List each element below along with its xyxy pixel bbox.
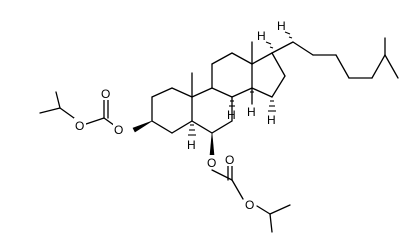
ring-c bbox=[211, 52, 253, 98]
atom-o-carbonyl-bottom: O bbox=[225, 153, 234, 167]
stereo-hashes bbox=[188, 31, 293, 136]
atom-h-14: H bbox=[267, 113, 276, 127]
c6-carbonate bbox=[209, 132, 291, 233]
atom-h-8: H bbox=[247, 105, 256, 119]
atom-h-17: H bbox=[257, 29, 266, 43]
atom-h-5: H bbox=[187, 138, 196, 152]
atom-h-20: H bbox=[277, 19, 286, 33]
side-chain bbox=[271, 37, 399, 79]
atom-o-ester-bottom: O bbox=[245, 198, 254, 212]
atom-h-9: H bbox=[227, 108, 236, 122]
atom-o-ester-left: O bbox=[75, 119, 84, 133]
atom-labels: O O O O O O H H H H H H bbox=[74, 19, 286, 212]
atom-o-ring-link-bottom: O bbox=[207, 156, 216, 170]
ring-a bbox=[151, 87, 193, 134]
ring-d bbox=[251, 52, 286, 98]
atom-o-carbonyl-left: O bbox=[101, 87, 110, 101]
ring-b bbox=[191, 87, 233, 134]
c3-carbonate bbox=[39, 91, 153, 133]
atom-o-ring-link-left: O bbox=[114, 123, 123, 137]
